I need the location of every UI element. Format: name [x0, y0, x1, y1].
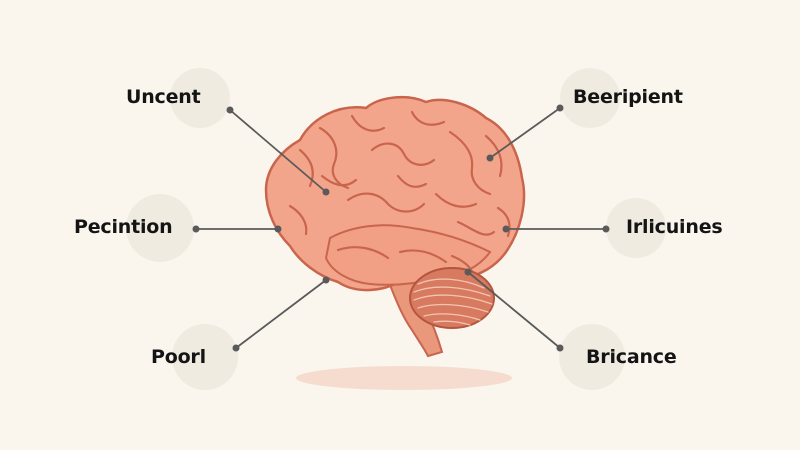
leader-dot-mid-right [602, 225, 610, 233]
label-bottom-right: Bricance [586, 346, 677, 368]
cerebellum [409, 267, 495, 329]
halo-mid-right [606, 198, 666, 258]
leader-line-top-left [229, 109, 327, 193]
label-top-right: Beeripient [573, 86, 683, 108]
leader-line-bottom-right [467, 271, 561, 349]
leader-dot-mid-right-end [502, 225, 510, 233]
leader-dot-top-left [226, 106, 234, 114]
leader-dot-top-left-end [322, 188, 330, 196]
leader-dot-bottom-right-end [464, 268, 472, 276]
halo-mid-left [126, 194, 194, 262]
leader-dot-top-right-end [486, 154, 494, 162]
label-mid-right: Irlicuines [626, 216, 723, 238]
leader-line-top-right [489, 107, 561, 159]
label-bottom-left: Poorl [151, 346, 206, 368]
halo-bottom-right [559, 324, 625, 390]
leader-dot-bottom-left-end [322, 276, 330, 284]
label-top-left: Uncent [126, 86, 201, 108]
cerebellum-folia [413, 278, 493, 326]
halo-top-right [560, 68, 620, 128]
leader-dot-mid-left-end [274, 225, 282, 233]
ground-shadow [296, 366, 512, 390]
label-halos [126, 68, 666, 390]
label-mid-left: Pecintion [74, 216, 173, 238]
leader-dot-mid-left [192, 225, 200, 233]
leader-lines [192, 104, 610, 352]
leader-line-bottom-left [235, 279, 327, 349]
leader-dot-bottom-left [232, 344, 240, 352]
halo-top-left [170, 68, 230, 128]
brain-folds [288, 110, 511, 274]
leader-dot-bottom-right [556, 344, 564, 352]
leader-dot-top-right [556, 104, 564, 112]
halo-bottom-left [172, 324, 238, 390]
